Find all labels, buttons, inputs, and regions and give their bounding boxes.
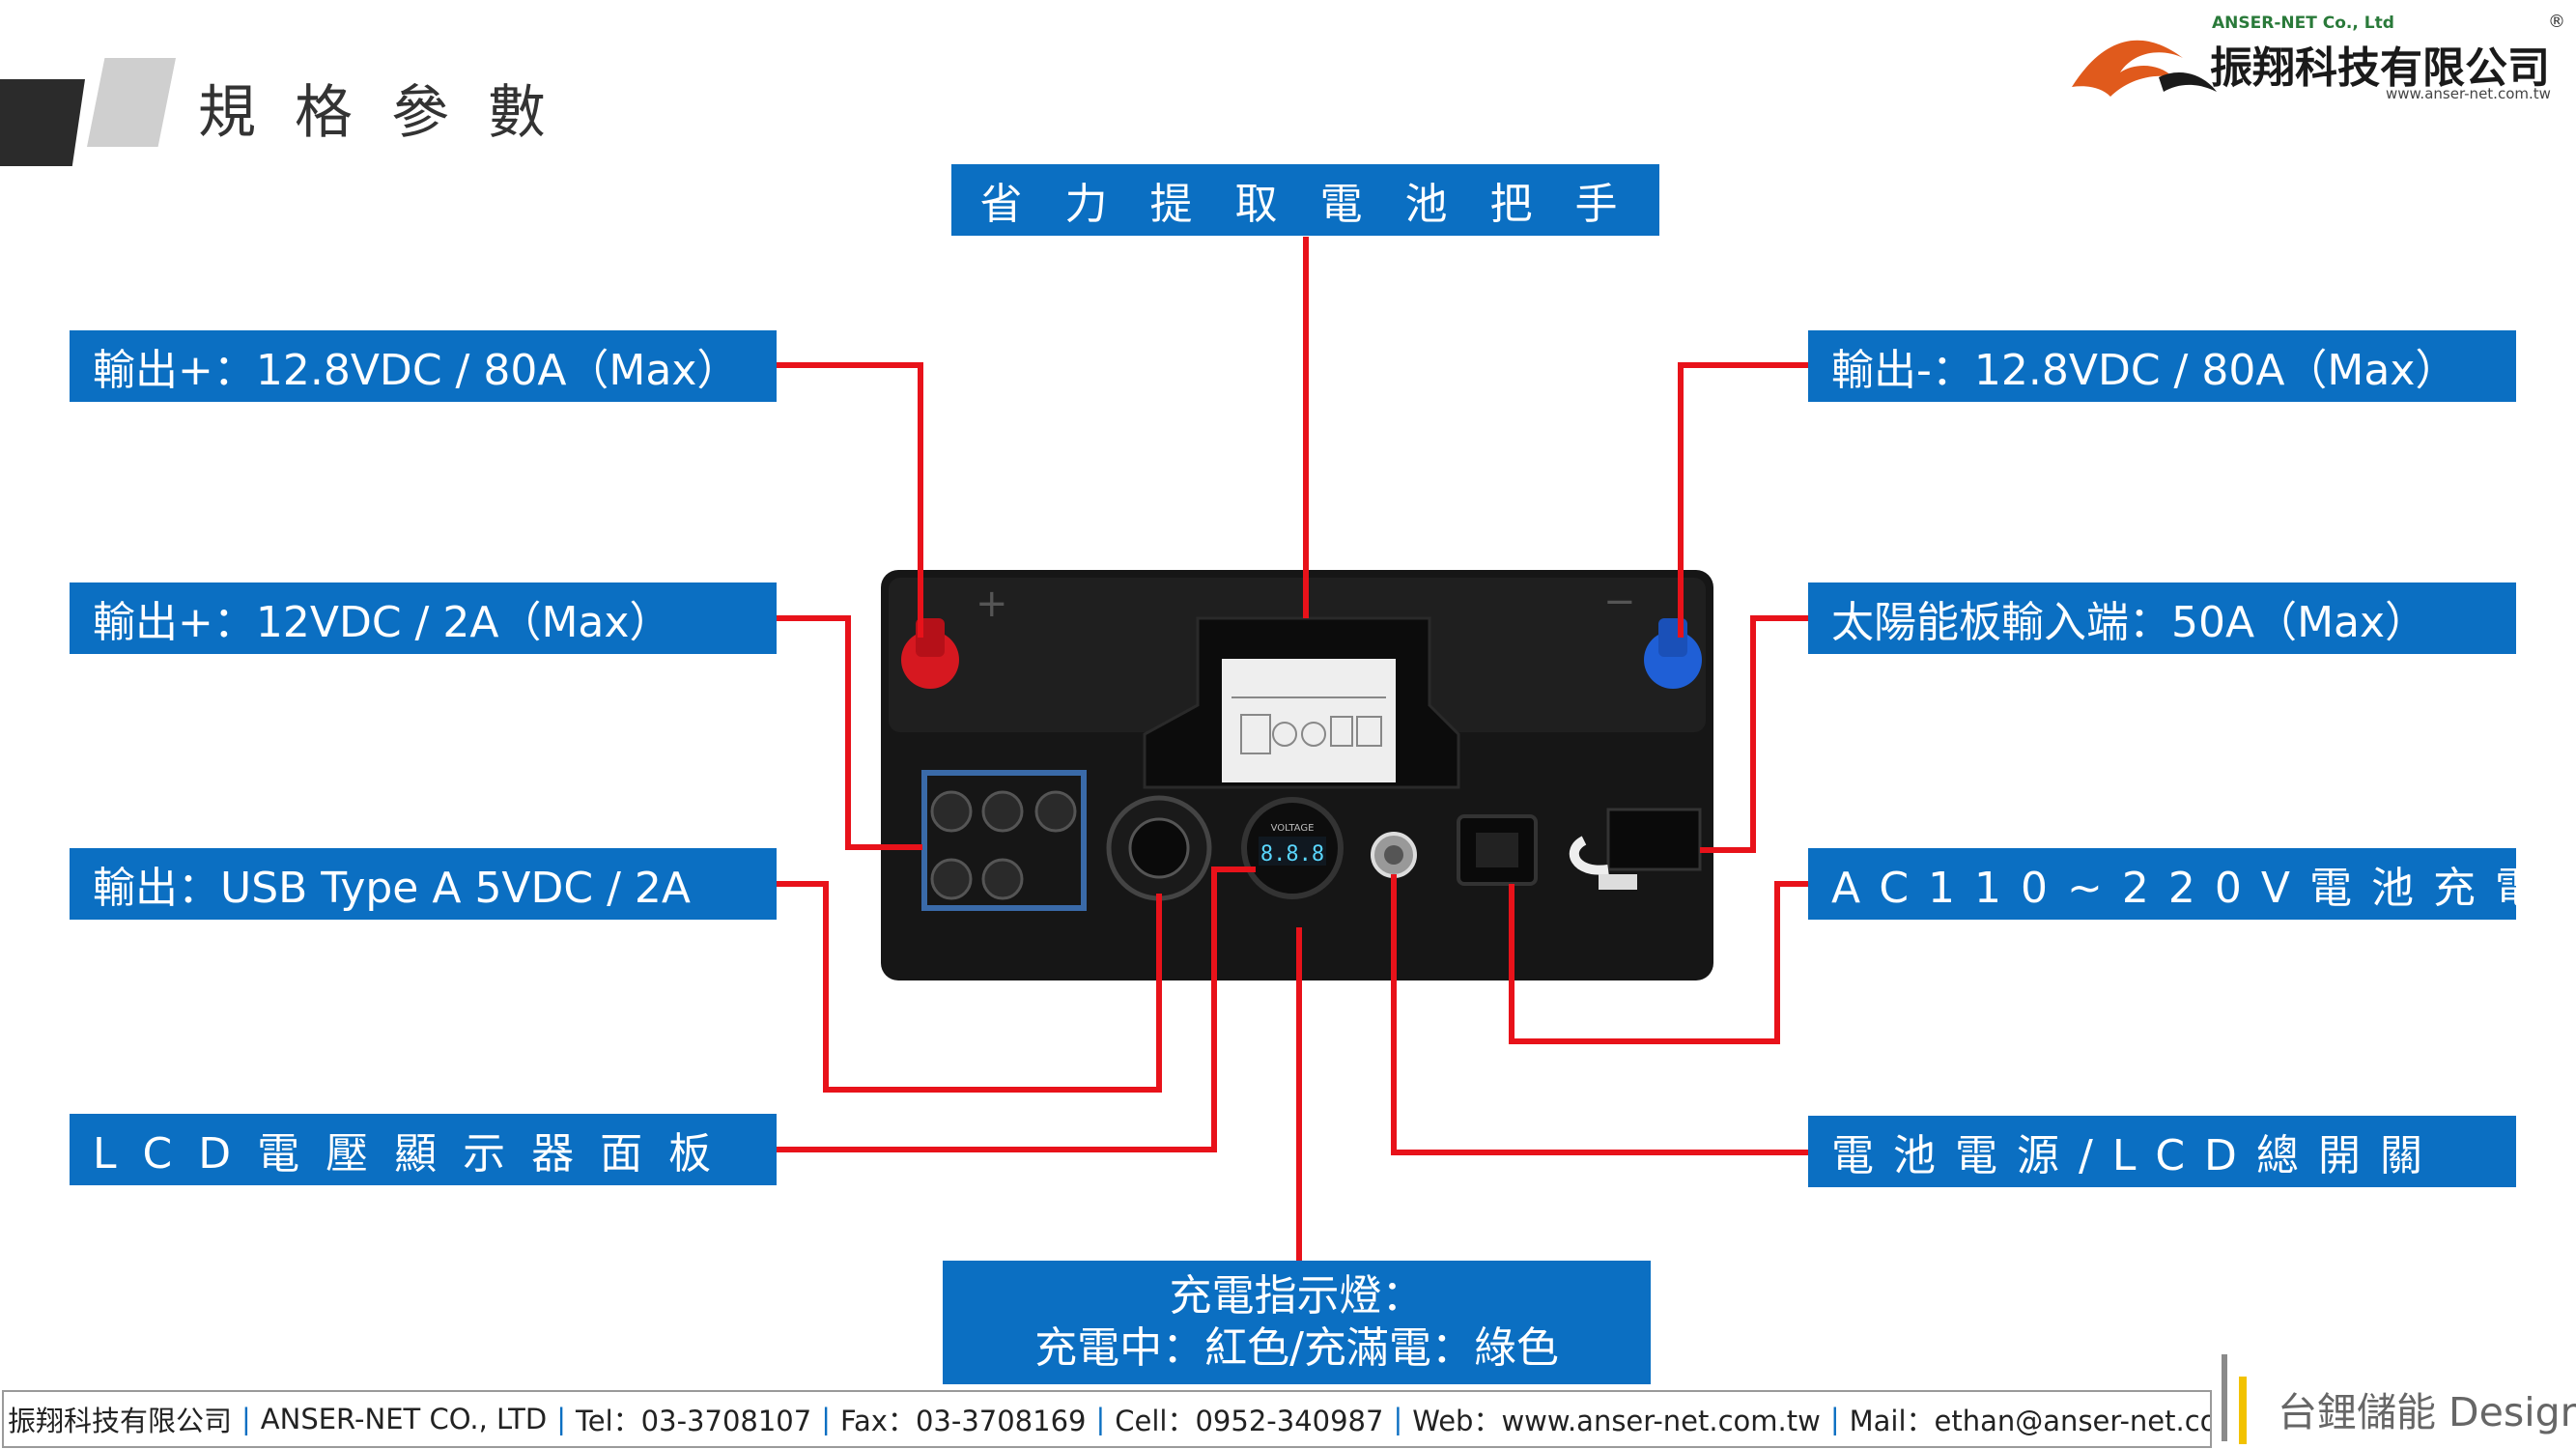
header-accent-dark: [0, 79, 85, 166]
solar-connector: [1606, 808, 1702, 871]
charge-indicator-line2: 充電中：紅色/充滿電：綠色: [1034, 1323, 1559, 1373]
label-output-main-positive: 輸出+：12.8VDC / 80A（Max）: [70, 330, 777, 402]
charge-indicator-line1: 充電指示燈：: [1169, 1271, 1425, 1321]
usb-ports: [930, 790, 1077, 900]
footer-web[interactable]: Web：www.anser-net.com.tw: [1412, 1405, 1821, 1437]
design-credit: 台鋰儲能 Design: [2278, 1389, 2576, 1435]
battery-plus-mark: +: [976, 582, 1008, 626]
callout-lines: [777, 237, 1808, 1261]
function-sticker: [1222, 659, 1396, 782]
label-lcd-panel: LCD電壓顯示器面板: [70, 1114, 777, 1185]
footer-fax: Fax：03-3708169: [840, 1405, 1087, 1437]
label-output-main-negative: 輸出-：12.8VDC / 80A（Max）: [1808, 330, 2516, 402]
footer-cell: Cell：0952-340987: [1115, 1405, 1384, 1437]
label-solar-input: 太陽能板輸入端：50A（Max）: [1808, 582, 2516, 654]
footer-mail[interactable]: Mail：ethan@anser-net.com.tw: [1849, 1405, 2210, 1437]
bird-logo-icon: [2072, 40, 2217, 97]
voltmeter-caption: VOLTAGE: [1271, 823, 1315, 834]
footer-company-en: ANSER-NET CO., LTD: [260, 1403, 548, 1435]
label-ac-charge: AC110~220V電池充電孔: [1808, 848, 2576, 920]
label-charge-indicator: 充電指示燈： 充電中：紅色/充滿電：綠色: [943, 1261, 1651, 1384]
logo-company-zh: 振翔科技有限公司: [2210, 43, 2550, 93]
company-logo: ANSER-NET Co., Ltd ® 振翔科技有限公司 www.anser-…: [2067, 12, 2569, 103]
label-usb-output: 輸出：USB Type A 5VDC / 2A: [70, 848, 777, 920]
page-title: 規格參數: [198, 79, 584, 147]
footer-divider-gray: [2222, 1354, 2227, 1441]
battery-minus-mark: −: [1603, 580, 1636, 624]
footer-divider-yellow: [2239, 1377, 2247, 1444]
voltmeter-readout: 8.8.8: [1260, 842, 1324, 867]
logo-company-en: ANSER-NET Co., Ltd: [2212, 14, 2394, 33]
footer-tel: Tel：03-3708107: [576, 1405, 812, 1437]
sticker-diagram: [1231, 696, 1386, 754]
label-handle: 省力提取電池把手: [951, 164, 1659, 236]
logo-website: www.anser-net.com.tw: [2386, 85, 2551, 102]
usb-port-group: [921, 770, 1087, 911]
label-output-12v: 輸出+：12VDC / 2A（Max）: [70, 582, 777, 654]
label-power-switch: 電池電源/LCD總開關: [1808, 1116, 2516, 1187]
footer-contact-bar: 振翔科技有限公司| ANSER-NET CO., LTD| Tel：03-370…: [2, 1390, 2212, 1448]
footer-company: 振翔科技有限公司: [8, 1405, 233, 1437]
logo-registered-mark: ®: [2548, 12, 2565, 32]
